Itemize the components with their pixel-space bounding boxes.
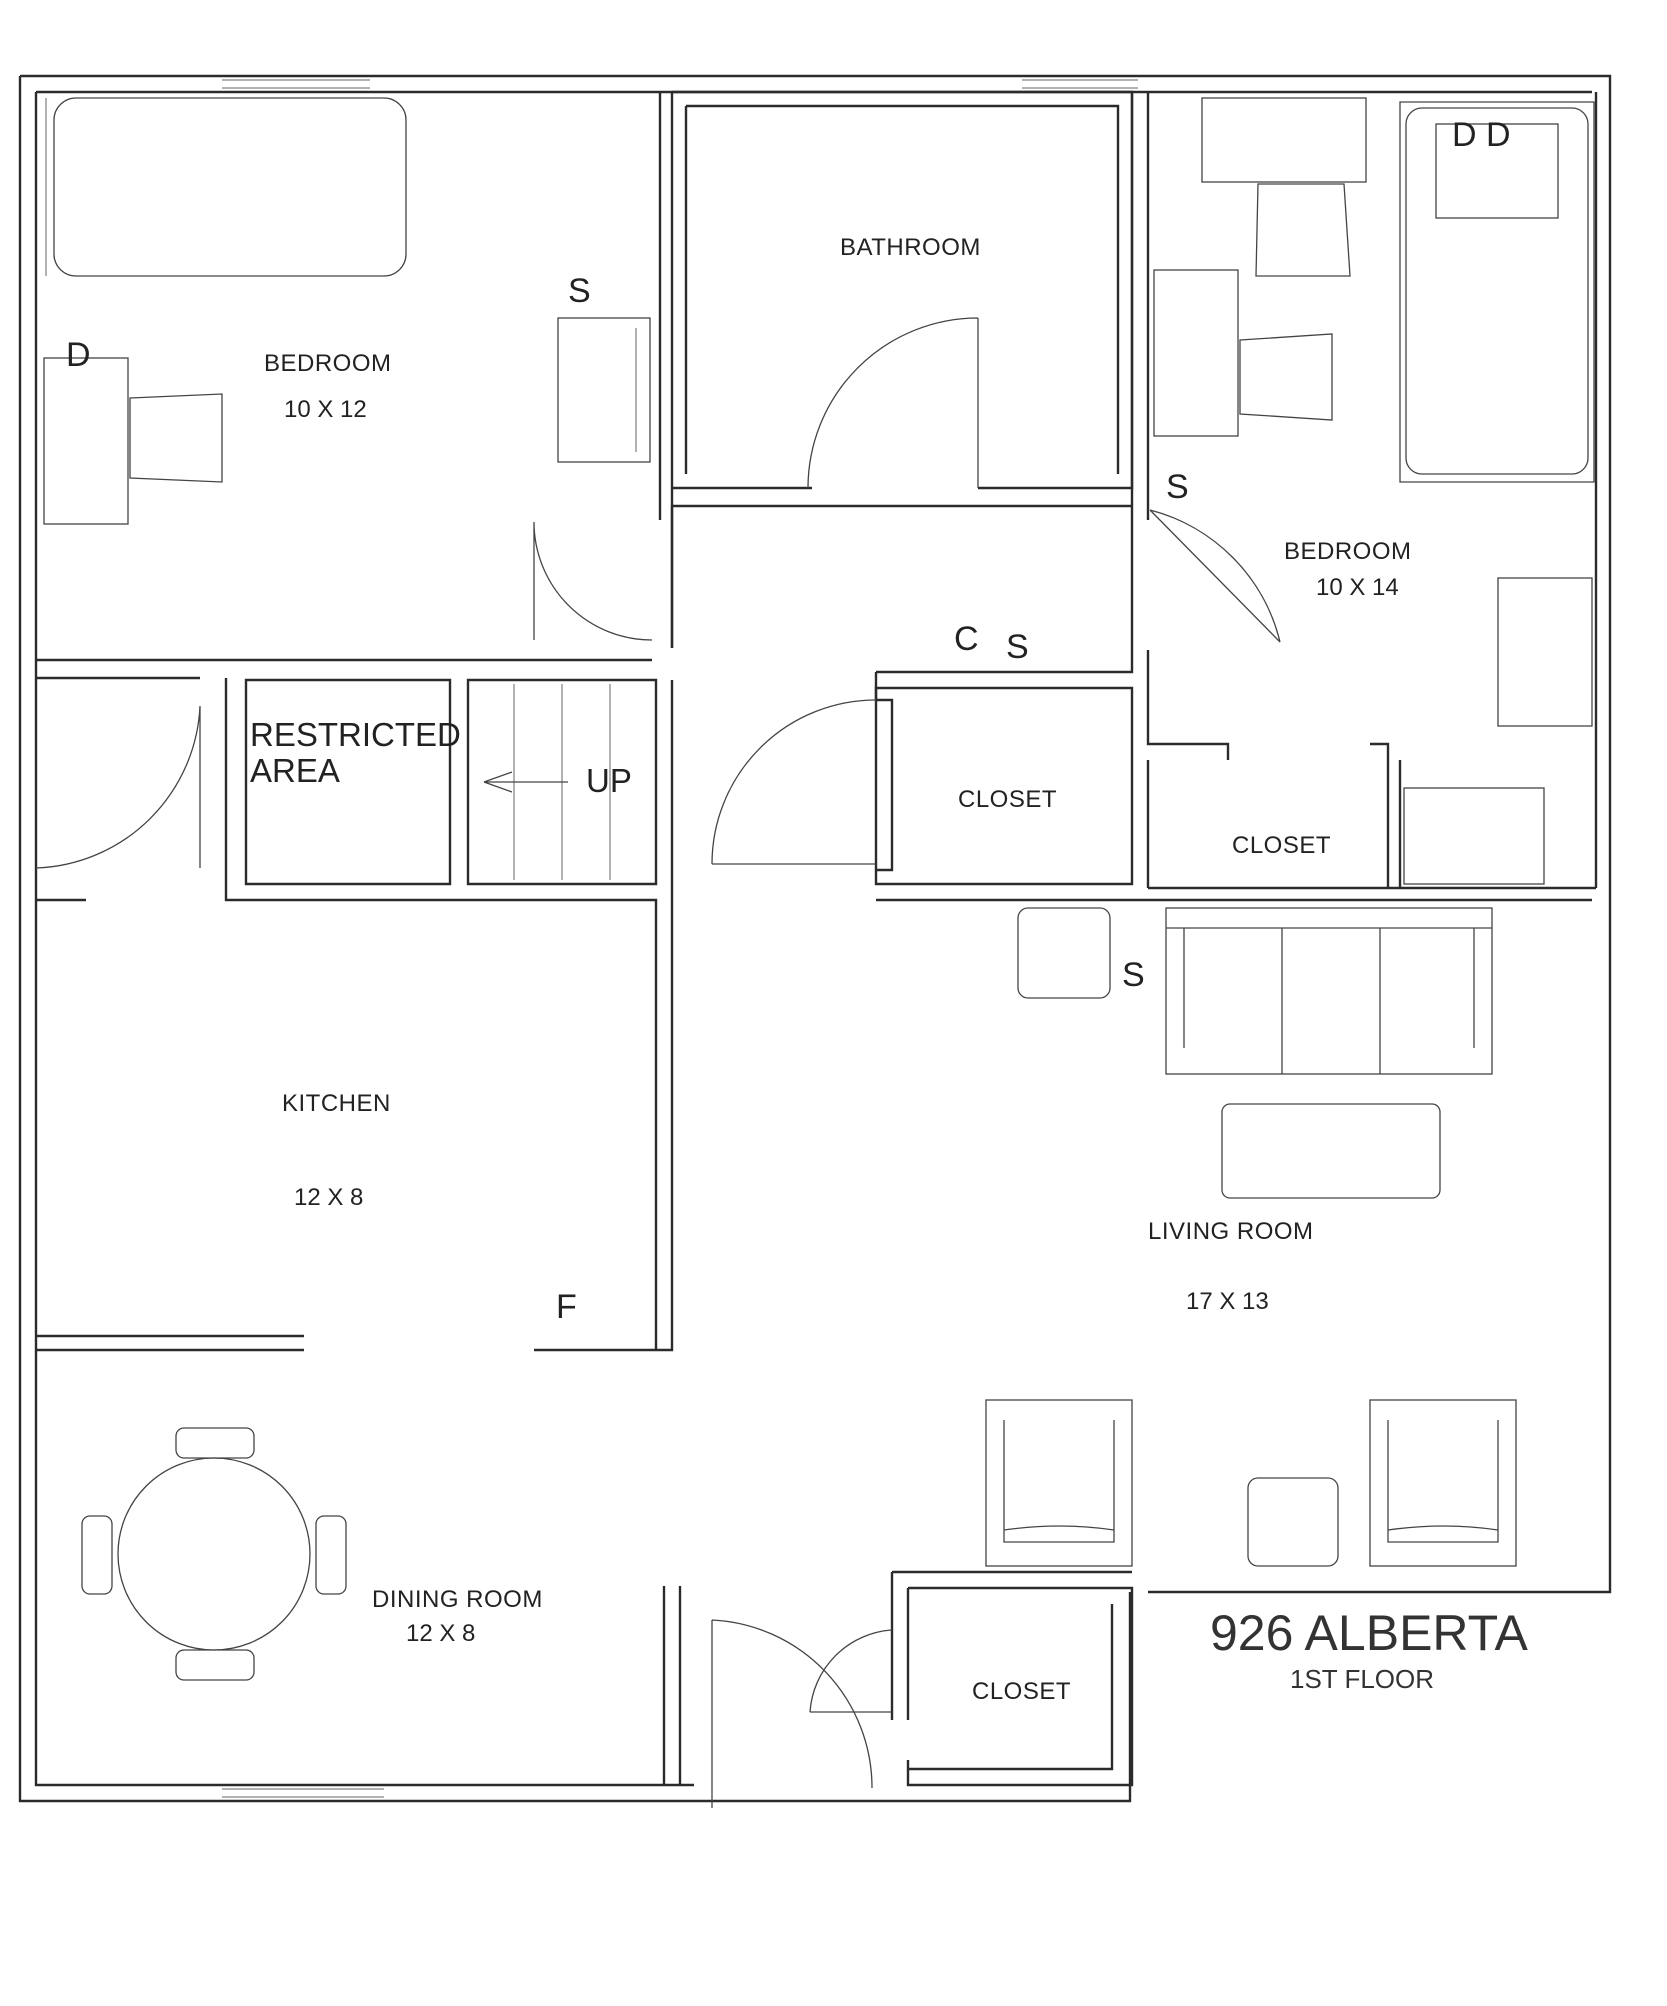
left-bedroom-door: [533, 521, 653, 641]
bathroom-name: BATHROOM: [840, 234, 981, 261]
living-room-furniture: [876, 898, 1592, 1567]
restricted-area-label-line2: AREA: [250, 752, 340, 789]
bathroom-walls: [672, 90, 1134, 490]
kitchen-size: 12 X 8: [294, 1184, 364, 1211]
dining-room: [81, 1427, 682, 1785]
entry-and-bottom-closet: [711, 1570, 1134, 1808]
hall: [670, 504, 1134, 700]
left-bedroom-size: 10 X 12: [284, 396, 367, 423]
restricted-area-label-line1: RESTRICTED: [250, 716, 461, 753]
plan-subtitle: 1ST FLOOR: [1290, 1664, 1435, 1694]
center-closet-walls: [711, 686, 1134, 886]
stairs-up-label: UP: [586, 762, 632, 799]
bottom-closet-name: CLOSET: [972, 1678, 1072, 1705]
co-detector-marker: C: [954, 620, 979, 658]
right-bedroom-name: BEDROOM: [1284, 538, 1412, 565]
exterior-walls: [18, 74, 1612, 1803]
restricted-area-walls: [244, 678, 452, 886]
dining-room-name: DINING ROOM: [372, 1586, 543, 1613]
stairs: [466, 678, 658, 886]
dining-room-size: 12 X 8: [406, 1620, 476, 1647]
detector-marker-pair: D D: [1452, 116, 1511, 154]
smoke-detector-marker: S: [1166, 468, 1189, 506]
living-room-name: LIVING ROOM: [1148, 1218, 1314, 1245]
right-bedroom-walls: [1130, 92, 1598, 890]
smoke-detector-marker: S: [568, 272, 591, 310]
left-bedroom-walls: [36, 92, 674, 662]
right-closet-name: CLOSET: [1232, 832, 1332, 859]
kitchen-name: KITCHEN: [282, 1090, 391, 1117]
kitchen-walls: [35, 676, 674, 1352]
living-room-size: 17 X 13: [1186, 1288, 1269, 1315]
right-bedroom-size: 10 X 14: [1316, 574, 1399, 601]
left-bedroom-name: BEDROOM: [264, 350, 392, 377]
smoke-detector-marker: S: [1122, 956, 1145, 994]
detector-marker: D: [66, 336, 91, 374]
center-closet-name: CLOSET: [958, 786, 1058, 813]
fire-extinguisher-marker: F: [556, 1288, 577, 1326]
smoke-detector-marker: S: [1006, 628, 1029, 666]
plan-title: 926 ALBERTA: [1210, 1605, 1528, 1661]
